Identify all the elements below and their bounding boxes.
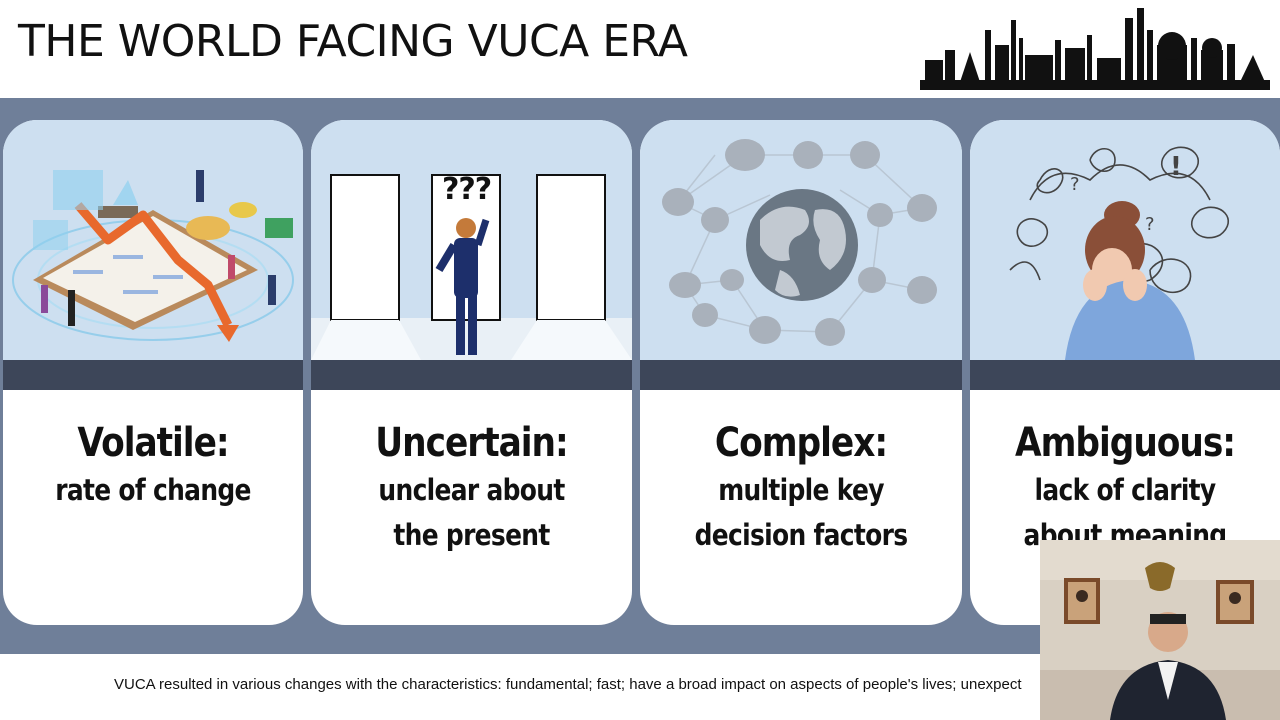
card-heading: Ambiguous: (1014, 420, 1236, 466)
card-picture (640, 120, 962, 360)
card-stripe (970, 360, 1280, 390)
card-picture: ??? (311, 120, 632, 360)
card-description: rate of change (55, 473, 251, 507)
slide-caption: VUCA resulted in various changes with th… (114, 676, 1022, 693)
svg-text:?: ? (1145, 214, 1155, 235)
card-stripe (640, 360, 962, 390)
falling-chart-icon (12, 170, 294, 342)
question-marks: ??? (442, 172, 492, 207)
card-heading: Volatile: (77, 420, 229, 466)
city-skyline-icon (920, 8, 1270, 90)
card-heading: Complex: (714, 420, 888, 466)
globe-network-icon (662, 139, 937, 346)
presenter-video-feed (1040, 540, 1280, 720)
card-stripe (3, 360, 303, 390)
card-picture (3, 120, 303, 360)
slide-title: THE WORLD FACING VUCA ERA (18, 16, 688, 67)
card-volatile: Volatile: rate of change (3, 120, 303, 625)
card-heading: Uncertain: (375, 420, 569, 466)
card-description: multiple key decision factors (694, 473, 908, 552)
card-description: unclear about the present (378, 473, 565, 552)
svg-text:!: ! (1170, 152, 1182, 182)
doors-icon (311, 174, 632, 360)
card-picture: ! ? ? (970, 120, 1280, 360)
confused-man-icon (435, 218, 490, 355)
card-stripe (311, 360, 632, 390)
card-uncertain: ??? Uncertain: unclear about the present (311, 120, 632, 625)
webcam-presenter (1040, 540, 1280, 720)
confused-person-icon: ! ? ? (1009, 146, 1229, 360)
card-complex: Complex: multiple key decision factors (640, 120, 962, 625)
svg-text:?: ? (1070, 174, 1080, 195)
